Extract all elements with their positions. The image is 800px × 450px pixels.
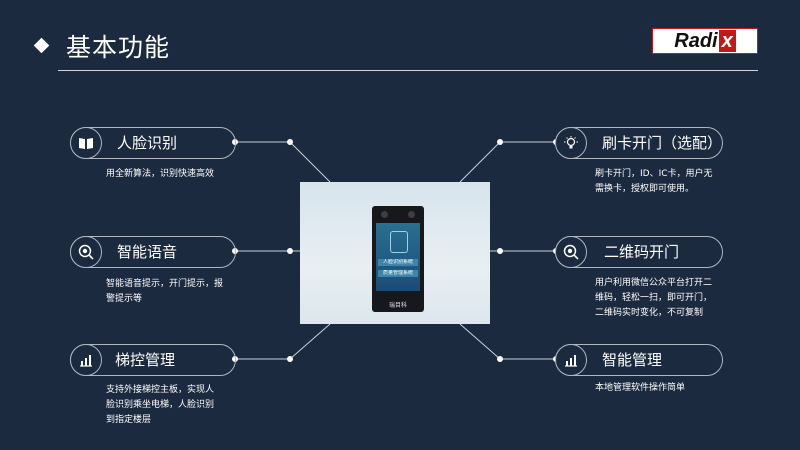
- book-icon: [70, 127, 102, 159]
- feature-smart-label: 智能管理: [602, 351, 663, 369]
- header-divider: [58, 70, 758, 71]
- camera-icon: [408, 211, 415, 218]
- connector-dot: [497, 356, 503, 362]
- feature-elevator-control: 梯控管理: [70, 344, 236, 376]
- feature-qrcode-desc: 用户利用微信公众平台打开二 维码，轻松一扫，即可开门， 二维码实时变化，不可复制: [595, 278, 713, 318]
- screen-text-2: 质量管理系统: [378, 270, 418, 277]
- camera-icon: [381, 211, 388, 218]
- connector-dot: [497, 248, 503, 254]
- feature-voice-desc: 智能语音提示，开门提示，报 警提示等: [106, 279, 224, 304]
- feature-smart-management: 智能管理: [555, 344, 723, 376]
- feature-qrcode-open: 二维码开门: [555, 236, 723, 268]
- feature-smart-voice: 智能语音: [70, 236, 236, 268]
- feature-qrcode-label: 二维码开门: [604, 243, 680, 261]
- target-icon: [555, 236, 587, 268]
- device-photo: 人脸识别系统 质量管理系统 瑞目科: [300, 182, 490, 324]
- feature-smart-desc: 本地管理软件操作简单: [595, 383, 686, 393]
- feature-elevator-label: 梯控管理: [115, 351, 176, 369]
- device-brand: 瑞目科: [388, 302, 407, 309]
- page-title: 基本功能: [66, 33, 171, 62]
- connector-dot: [287, 356, 293, 362]
- bar-chart-icon: [555, 344, 587, 376]
- connector-dot: [497, 139, 503, 145]
- feature-card-open: 刷卡开门（选配）: [555, 127, 723, 159]
- connector-dot: [287, 248, 293, 254]
- connector-dot: [287, 139, 293, 145]
- bar-chart-icon: [70, 344, 102, 376]
- feature-face-label: 人脸识别: [117, 134, 178, 152]
- face-recognition-terminal: 人脸识别系统 质量管理系统 瑞目科: [372, 206, 424, 312]
- target-icon: [70, 236, 102, 268]
- device-screen: 人脸识别系统 质量管理系统: [376, 223, 420, 291]
- screen-text-1: 人脸识别系统: [378, 259, 418, 266]
- feature-card-label: 刷卡开门（选配）: [602, 134, 723, 152]
- face-frame-icon: [390, 231, 408, 253]
- feature-face-recognition: 人脸识别: [70, 127, 236, 159]
- feature-elevator-desc: 支持外接梯控主板，实现人 脸识别乘坐电梯，人脸识别 到指定楼层: [106, 385, 215, 425]
- lightbulb-icon: [555, 127, 587, 159]
- feature-face-desc: 用全新算法，识别快速高效: [106, 169, 215, 179]
- feature-voice-label: 智能语音: [117, 243, 178, 261]
- feature-card-desc: 刷卡开门，ID、IC卡，用户无 需换卡，授权即可使用。: [595, 169, 713, 194]
